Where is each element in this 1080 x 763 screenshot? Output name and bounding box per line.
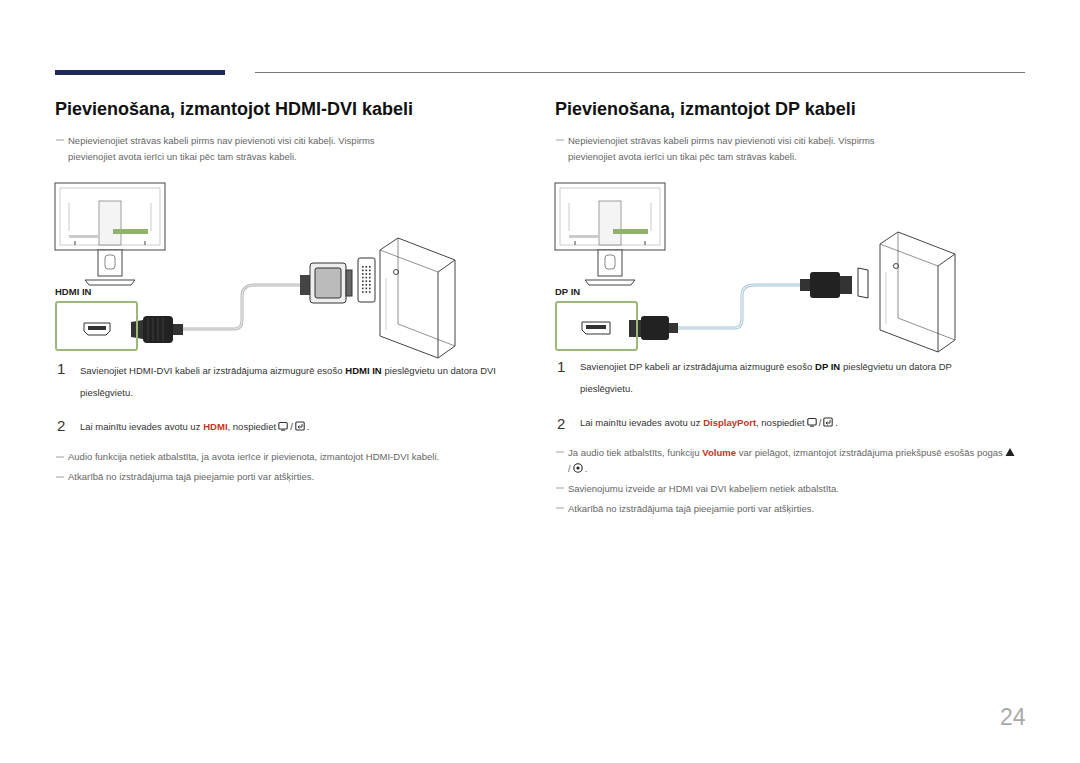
- text-run: Pievienošana, izmantojot DP kabeli: [555, 99, 856, 119]
- port-outline: [555, 301, 638, 351]
- step-text: Savienojiet DP kabeli ar izstrādājuma ai…: [580, 356, 1000, 400]
- text-run: , nospiediet: [228, 421, 277, 432]
- text-run: var pielāgot, izmantojot izstrādājuma pr…: [739, 447, 1003, 458]
- text-run: Atkarībā no izstrādājuma tajā pieejamie …: [68, 471, 314, 482]
- ok-icon: [573, 463, 583, 473]
- src-icon: [807, 417, 817, 427]
- text-run: .: [307, 421, 310, 432]
- text-run: Lai mainītu ievades avotu uz: [80, 421, 200, 432]
- text-run: .: [585, 463, 588, 474]
- text-run: Nepievienojiet strāvas kabeli pirms nav …: [568, 135, 875, 162]
- section-heading: Pievienošana, izmantojot DP kabeli: [555, 99, 856, 120]
- text-run: 24: [1000, 704, 1026, 730]
- text-run: 2: [57, 417, 65, 434]
- ent-icon: [823, 417, 833, 427]
- port-label: DP IN: [555, 286, 638, 297]
- note: Audio funkcija netiek atbalstīta, ja avo…: [68, 449, 518, 465]
- text-run: , nospiediet: [756, 417, 805, 428]
- note: Savienojumu izveide ar HDMI vai DVI kabe…: [568, 481, 1018, 497]
- note: Nepievienojiet strāvas kabeli pirms nav …: [568, 133, 878, 165]
- text-run: Volume: [702, 447, 736, 458]
- up-icon: [1005, 447, 1015, 457]
- note: Nepievienojiet strāvas kabeli pirms nav …: [68, 133, 378, 165]
- text-run: Audio funkcija netiek atbalstīta, ja avo…: [68, 451, 439, 462]
- note: Ja audio tiek atbalstīts, funkcijuVolume…: [568, 445, 1018, 477]
- port-box: HDMI IN: [55, 286, 138, 351]
- text-run: /: [290, 421, 293, 432]
- text-run: Nepievienojiet strāvas kabeli pirms nav …: [68, 135, 375, 162]
- port-box: DP IN: [555, 286, 638, 351]
- text-run: 1: [557, 358, 565, 375]
- text-run: DP IN: [815, 361, 840, 372]
- port-label: HDMI IN: [55, 286, 138, 297]
- note: Atkarībā no izstrādājuma tajā pieejamie …: [68, 469, 518, 485]
- page-number: 24: [1000, 704, 1026, 731]
- text-run: .: [835, 417, 838, 428]
- step-text: Savienojiet HDMI-DVI kabeli ar izstrādāj…: [80, 360, 530, 404]
- port-outline: [55, 301, 138, 351]
- text-run: HDMI IN: [345, 365, 381, 376]
- text-run: 1: [57, 360, 65, 377]
- text-run: Ja audio tiek atbalstīts, funkciju: [568, 447, 700, 458]
- step-number: 2: [557, 415, 565, 432]
- text-run: 2: [557, 415, 565, 432]
- step-text: Lai mainītu ievades avotu uzHDMI, nospie…: [80, 416, 530, 438]
- text-run: /: [819, 417, 822, 428]
- text-run: DisplayPort: [703, 417, 756, 428]
- text-run: Savienojiet DP kabeli ar izstrādājuma ai…: [580, 361, 812, 372]
- ent-icon: [295, 421, 305, 431]
- text-run: /: [568, 463, 571, 474]
- text-run: Savienojumu izveide ar HDMI vai DVI kabe…: [568, 483, 839, 494]
- step-number: 2: [57, 417, 65, 434]
- note: Atkarībā no izstrādājuma tajā pieejamie …: [568, 501, 1018, 517]
- text-run: Pievienošana, izmantojot HDMI-DVI kabeli: [55, 99, 413, 119]
- text-run: Savienojiet HDMI-DVI kabeli ar izstrādāj…: [80, 365, 342, 376]
- src-icon: [278, 421, 288, 431]
- text-run: Lai mainītu ievades avotu uz: [580, 417, 700, 428]
- step-text: Lai mainītu ievades avotu uzDisplayPort,…: [580, 412, 1030, 434]
- text-run: HDMI: [203, 421, 227, 432]
- text-run: Atkarībā no izstrādājuma tajā pieejamie …: [568, 503, 814, 514]
- step-number: 1: [57, 360, 65, 377]
- section-heading: Pievienošana, izmantojot HDMI-DVI kabeli: [55, 99, 413, 120]
- step-number: 1: [557, 358, 565, 375]
